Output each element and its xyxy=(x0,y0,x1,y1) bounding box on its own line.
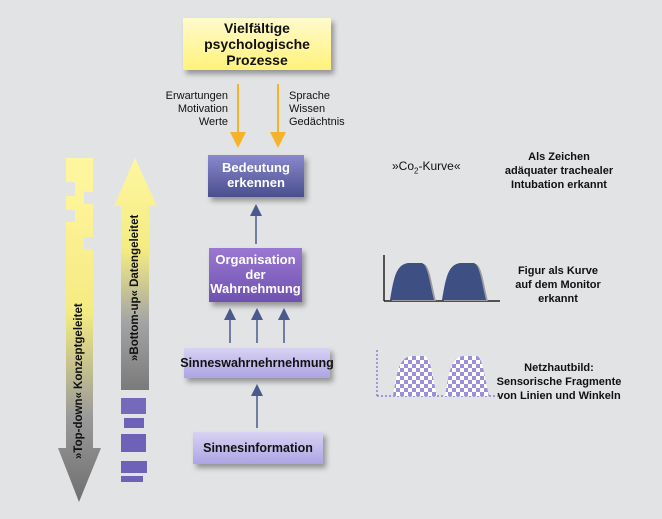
box-line: Prozesse xyxy=(226,52,288,69)
data-fragment-squares xyxy=(121,398,147,482)
box-line: Organisation xyxy=(215,251,296,267)
bottom-up-arrow xyxy=(114,158,157,390)
box-line: Sinneswahrnehrnehmung xyxy=(180,355,334,370)
co2-prefix: »Co xyxy=(392,159,415,173)
co2-curve-label: »Co2-Kurve« xyxy=(392,159,461,175)
figure-description: Figur als Kurve auf dem Monitor erkannt xyxy=(496,265,620,306)
desc-line: von Linien und Winkeln xyxy=(497,389,621,402)
notch-shape xyxy=(84,237,93,249)
sign-description: Als Zeichen adäquater trachealer Intubat… xyxy=(484,151,634,192)
meaning-box: Bedeutung erkennen xyxy=(208,155,304,197)
influence-line: Werte xyxy=(198,116,228,129)
desc-line: Netzhautbild: xyxy=(524,362,594,374)
desc-line: auf dem Monitor xyxy=(515,278,601,291)
notch-shape xyxy=(66,210,75,222)
psychological-processes-box: Vielfältige psychologische Prozesse xyxy=(183,18,331,70)
sensory-perception-box: Sinneswahrnehrnehmung xyxy=(180,348,334,378)
influence-line: Wissen xyxy=(289,103,326,116)
influence-line: Erwartungen xyxy=(165,90,228,102)
desc-line: erkannt xyxy=(538,292,578,305)
influence-left-text: Erwartungen Motivation Werte xyxy=(150,90,228,130)
top-down-arrow xyxy=(58,158,101,502)
box-line: erkennen xyxy=(227,175,285,190)
sensory-information-box: Sinnesinformation xyxy=(193,432,323,464)
box-line: Wahrnehmung xyxy=(210,281,301,297)
box-line: Sinnesinformation xyxy=(203,440,313,455)
desc-line: Sensorische Fragmente xyxy=(496,375,622,388)
co2-subscript: 2 xyxy=(414,166,419,176)
influence-line: Motivation xyxy=(177,103,228,116)
notch-shape xyxy=(84,192,93,204)
desc-line: Figur als Kurve xyxy=(517,265,599,277)
influence-line: Sprache xyxy=(289,90,330,102)
box-line: psychologische xyxy=(204,35,310,52)
top-down-label: »Top-down« Konzeptgeleitet xyxy=(73,303,85,459)
influence-right-text: Sprache Wissen Gedächtnis xyxy=(289,90,369,130)
desc-line: adäquater trachealer xyxy=(504,164,614,177)
influence-line: Gedächtnis xyxy=(289,116,345,129)
organisation-box: Organisation der Wahrnehmung xyxy=(209,248,302,302)
box-line: Bedeutung xyxy=(222,160,290,176)
desc-line: Als Zeichen xyxy=(528,151,590,163)
box-line: der xyxy=(245,266,266,282)
notch-shape xyxy=(66,182,75,196)
bottom-up-label: »Bottom-up« Datengeleitet xyxy=(129,214,141,361)
retina-fragment-graphic xyxy=(376,350,500,397)
retina-description: Netzhautbild: Sensorische Fragmente von … xyxy=(486,362,632,403)
co2-suffix: -Kurve« xyxy=(418,159,461,173)
box-line: Vielfältige xyxy=(224,19,290,36)
monitor-curve-graphic xyxy=(383,255,500,302)
desc-line: Intubation erkannt xyxy=(511,178,607,191)
